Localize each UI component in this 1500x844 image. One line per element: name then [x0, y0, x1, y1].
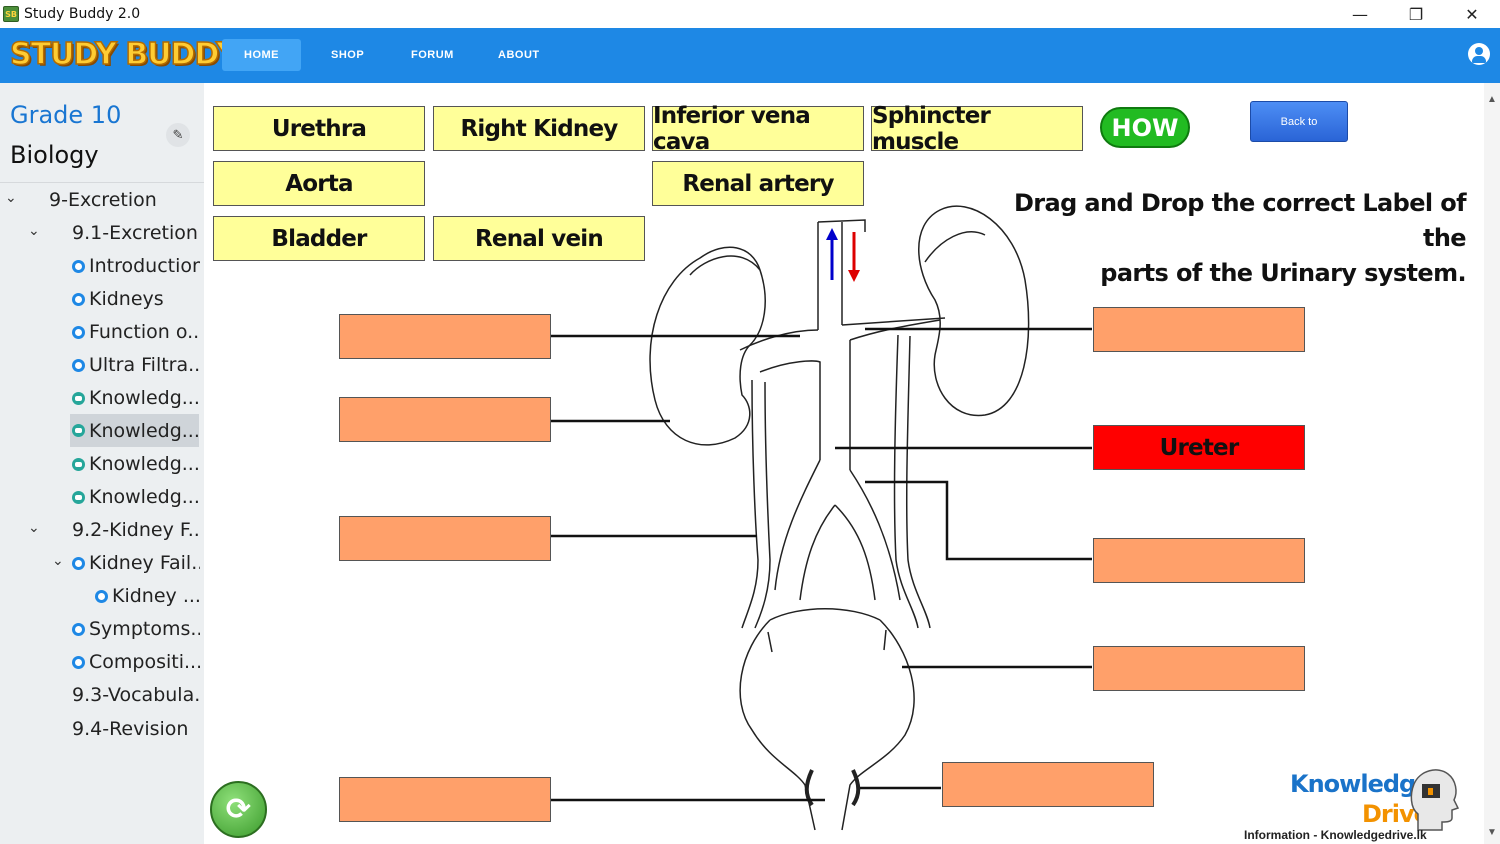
instruction-line: Drag and Drop the correct Label of the — [1013, 189, 1467, 252]
placed-label: Ureter — [1159, 434, 1240, 461]
tree-item-label: 9.3-Vocabula... — [72, 684, 200, 706]
head-silhouette-icon — [1410, 769, 1460, 831]
label-right-kidney[interactable]: Right Kidney — [433, 106, 645, 151]
quiz-icon — [72, 490, 85, 504]
drop-slot[interactable] — [1093, 307, 1305, 352]
top-nav-bar: STUDY BUDDY HOME SHOP FORUM ABOUT — [0, 28, 1500, 83]
video-lesson-icon — [72, 325, 85, 339]
label-bladder[interactable]: Bladder — [213, 216, 425, 261]
tree-item-lesson[interactable]: Kidney Fail... — [72, 548, 200, 578]
tree-item-label: Introduction — [89, 255, 200, 277]
drop-slot-ureter[interactable]: Ureter — [1093, 425, 1305, 470]
quiz-icon — [72, 424, 85, 437]
tree-item-label: 9.4-Revision — [72, 718, 189, 740]
tree-item-quiz[interactable]: Knowledg... — [72, 449, 200, 479]
nav-forum[interactable]: FORUM — [411, 49, 454, 61]
sidebar-divider — [0, 182, 204, 183]
drop-slot[interactable] — [942, 762, 1154, 807]
video-lesson-icon — [95, 589, 108, 603]
tree-item-chapter[interactable]: 9-Excretion — [49, 185, 199, 215]
chevron-down-icon[interactable]: ⌄ — [5, 190, 17, 206]
brand-word: Knowledge — [1290, 770, 1431, 798]
tree-item-label: Ultra Filtra... — [89, 354, 200, 376]
label-renal-vein[interactable]: Renal vein — [433, 216, 645, 261]
vertical-scrollbar[interactable]: ▲ ▼ — [1484, 83, 1500, 844]
instruction-text: Drag and Drop the correct Label of the p… — [1000, 186, 1467, 291]
tree-item-label: Kidney ... — [112, 585, 199, 607]
nav-shop[interactable]: SHOP — [331, 49, 365, 61]
instruction-line: parts of the Urinary system. — [1100, 259, 1466, 287]
tree-item-lesson[interactable]: Kidney ... — [95, 581, 199, 611]
label-renal-artery[interactable]: Renal artery — [652, 161, 864, 206]
tree-item-label: 9.1-Excretion — [72, 222, 198, 244]
label-sphincter-muscle[interactable]: Sphincter muscle — [871, 103, 1083, 155]
window-title-bar: SB Study Buddy 2.0 — ❐ ✕ — [0, 0, 1500, 28]
tree-item-lesson[interactable]: Ultra Filtra... — [72, 350, 200, 380]
quiz-icon — [72, 457, 85, 471]
footer-info-text: Information - Knowledgedrive.lk — [1244, 828, 1427, 842]
video-lesson-icon — [72, 655, 85, 669]
tree-item-label: Kidneys — [89, 288, 164, 310]
chevron-down-icon[interactable]: ⌄ — [28, 520, 40, 536]
back-button[interactable]: Back to — [1250, 101, 1348, 142]
tree-item-quiz-selected[interactable]: Knowledg... — [70, 414, 199, 447]
tree-item-label: Knowledg... — [89, 453, 200, 475]
tree-item-quiz[interactable]: Knowledg... — [72, 482, 200, 512]
reset-refresh-icon[interactable]: ⟳ — [210, 781, 267, 838]
video-lesson-icon — [72, 358, 85, 372]
minimize-button[interactable]: — — [1352, 4, 1368, 24]
video-lesson-icon — [72, 292, 85, 306]
video-lesson-icon — [72, 556, 85, 570]
tree-item-quiz[interactable]: Knowledg... — [72, 383, 200, 413]
tree-item-label: Knowledg... — [89, 387, 200, 409]
video-lesson-icon — [72, 259, 85, 273]
window-title: Study Buddy 2.0 — [24, 6, 141, 22]
nav-home[interactable]: HOME — [222, 39, 301, 71]
tree-item-label: 9.2-Kidney F... — [72, 519, 200, 541]
knowledge-drive-logo: Knowledge Drive Information - Knowledged… — [1240, 760, 1470, 844]
grade-title: Grade 10 — [10, 101, 122, 129]
label-inferior-vena-cava[interactable]: Inferior vena cava — [652, 103, 864, 155]
how-button[interactable]: HOW — [1100, 107, 1190, 148]
tree-item-lesson[interactable]: Introduction — [72, 251, 200, 281]
tree-item-lesson[interactable]: Symptoms... — [72, 614, 200, 644]
app-icon: SB — [3, 6, 19, 22]
tree-item-lesson[interactable]: Function o... — [72, 317, 200, 347]
tree-item-label: 9-Excretion — [49, 189, 157, 211]
tree-item-label: Knowledg... — [89, 419, 199, 442]
tree-item-label: Symptoms... — [89, 618, 200, 640]
tree-item-section[interactable]: 9.2-Kidney F... — [72, 515, 200, 545]
drop-slot[interactable] — [1093, 538, 1305, 583]
tree-item-label: Knowledg... — [89, 486, 200, 508]
scroll-down-arrow-icon[interactable]: ▼ — [1487, 826, 1497, 838]
user-account-icon[interactable] — [1468, 43, 1490, 65]
chevron-down-icon[interactable]: ⌄ — [28, 223, 40, 239]
subject-title: Biology — [10, 141, 99, 169]
tree-item-label: Kidney Fail... — [89, 552, 200, 574]
drop-slot[interactable] — [1093, 646, 1305, 691]
tree-item-section[interactable]: 9.3-Vocabula... — [72, 680, 200, 710]
tree-item-label: Function o... — [89, 321, 200, 343]
tree-item-section[interactable]: 9.1-Excretion — [72, 218, 200, 248]
label-urethra[interactable]: Urethra — [213, 106, 425, 151]
tree-item-lesson[interactable]: Compositi... — [72, 647, 200, 677]
course-sidebar: Grade 10 Biology ✎ ⌄ 9-Excretion ⌄ 9.1-E… — [0, 83, 204, 844]
edit-pencil-icon[interactable]: ✎ — [166, 123, 190, 147]
scroll-up-arrow-icon[interactable]: ▲ — [1487, 93, 1497, 105]
video-lesson-icon — [72, 622, 85, 636]
restore-button[interactable]: ❐ — [1408, 4, 1424, 24]
chevron-down-icon[interactable]: ⌄ — [52, 553, 64, 569]
study-buddy-logo[interactable]: STUDY BUDDY — [9, 36, 238, 73]
drop-slot[interactable] — [339, 516, 551, 561]
label-aorta[interactable]: Aorta — [213, 161, 425, 206]
tree-item-label: Compositi... — [89, 651, 200, 673]
nav-about[interactable]: ABOUT — [498, 49, 540, 61]
drop-slot[interactable] — [339, 397, 551, 442]
tree-item-section[interactable]: 9.4-Revision — [72, 714, 200, 744]
drop-slot[interactable] — [339, 777, 551, 822]
tree-item-lesson[interactable]: Kidneys — [72, 284, 200, 314]
drop-slot[interactable] — [339, 314, 551, 359]
close-button[interactable]: ✕ — [1465, 4, 1479, 24]
quiz-icon — [72, 391, 85, 405]
